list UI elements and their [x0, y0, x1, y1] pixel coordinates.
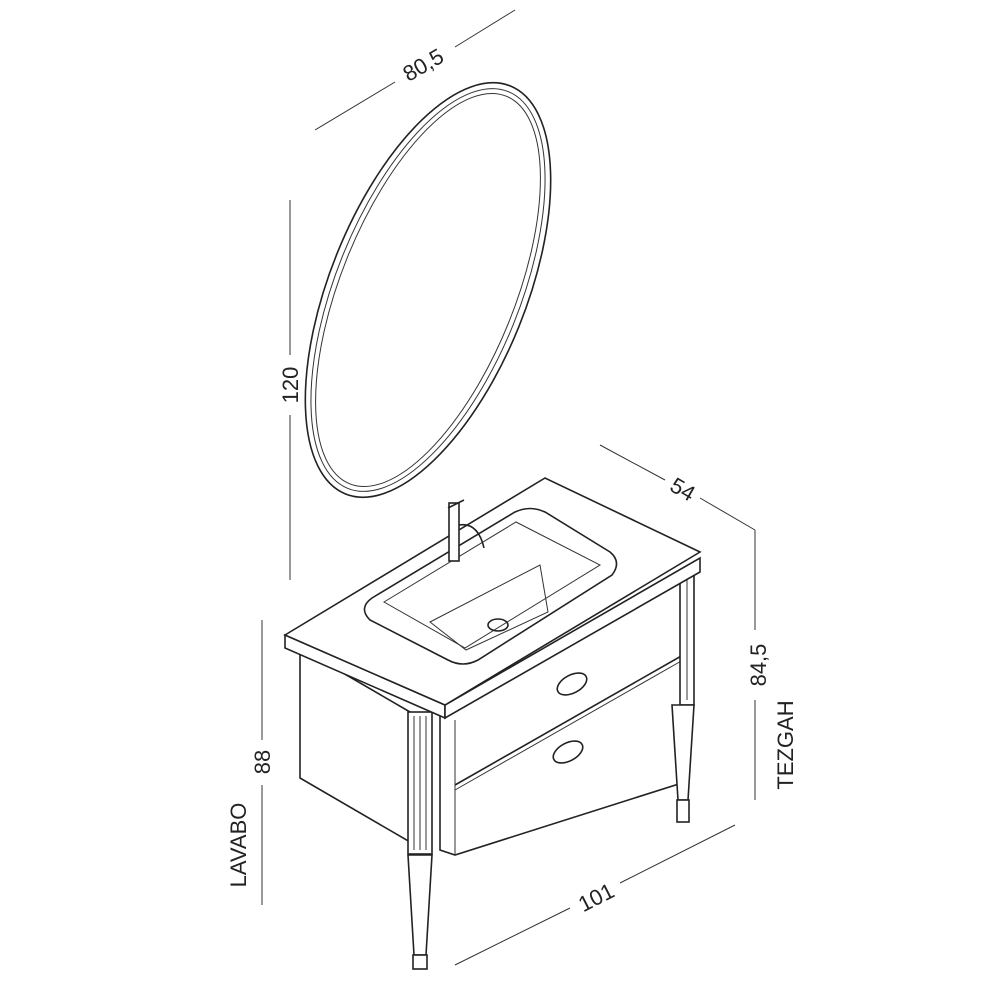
mirror-height-label: 120 — [278, 367, 303, 404]
sink-label: LAVABO — [226, 803, 251, 888]
drain — [487, 618, 509, 632]
sink-height-label: 88 — [250, 750, 275, 774]
dimension-width: 101 — [454, 824, 736, 966]
dimension-mirror-height: 120 — [278, 200, 303, 580]
counter-label: TEZGAH — [773, 700, 798, 789]
width-label: 101 — [574, 878, 618, 917]
sink-basin — [363, 507, 618, 665]
mirror-width-label: 80,5 — [398, 43, 448, 86]
dimension-counter-height: 84,5 TEZGAH — [746, 530, 798, 800]
vanity-cabinet — [283, 477, 702, 970]
oval-mirror — [304, 81, 552, 499]
dimension-sink-height: 88 LAVABO — [226, 620, 275, 905]
drawer-handle-bottom — [552, 740, 584, 764]
dimension-mirror-width: 80,5 — [314, 9, 516, 131]
front-leg — [407, 854, 433, 956]
drawer-handle-top — [556, 672, 588, 696]
counter-height-label: 84,5 — [746, 644, 771, 687]
depth-label: 54 — [666, 472, 700, 506]
faucet — [447, 499, 485, 562]
